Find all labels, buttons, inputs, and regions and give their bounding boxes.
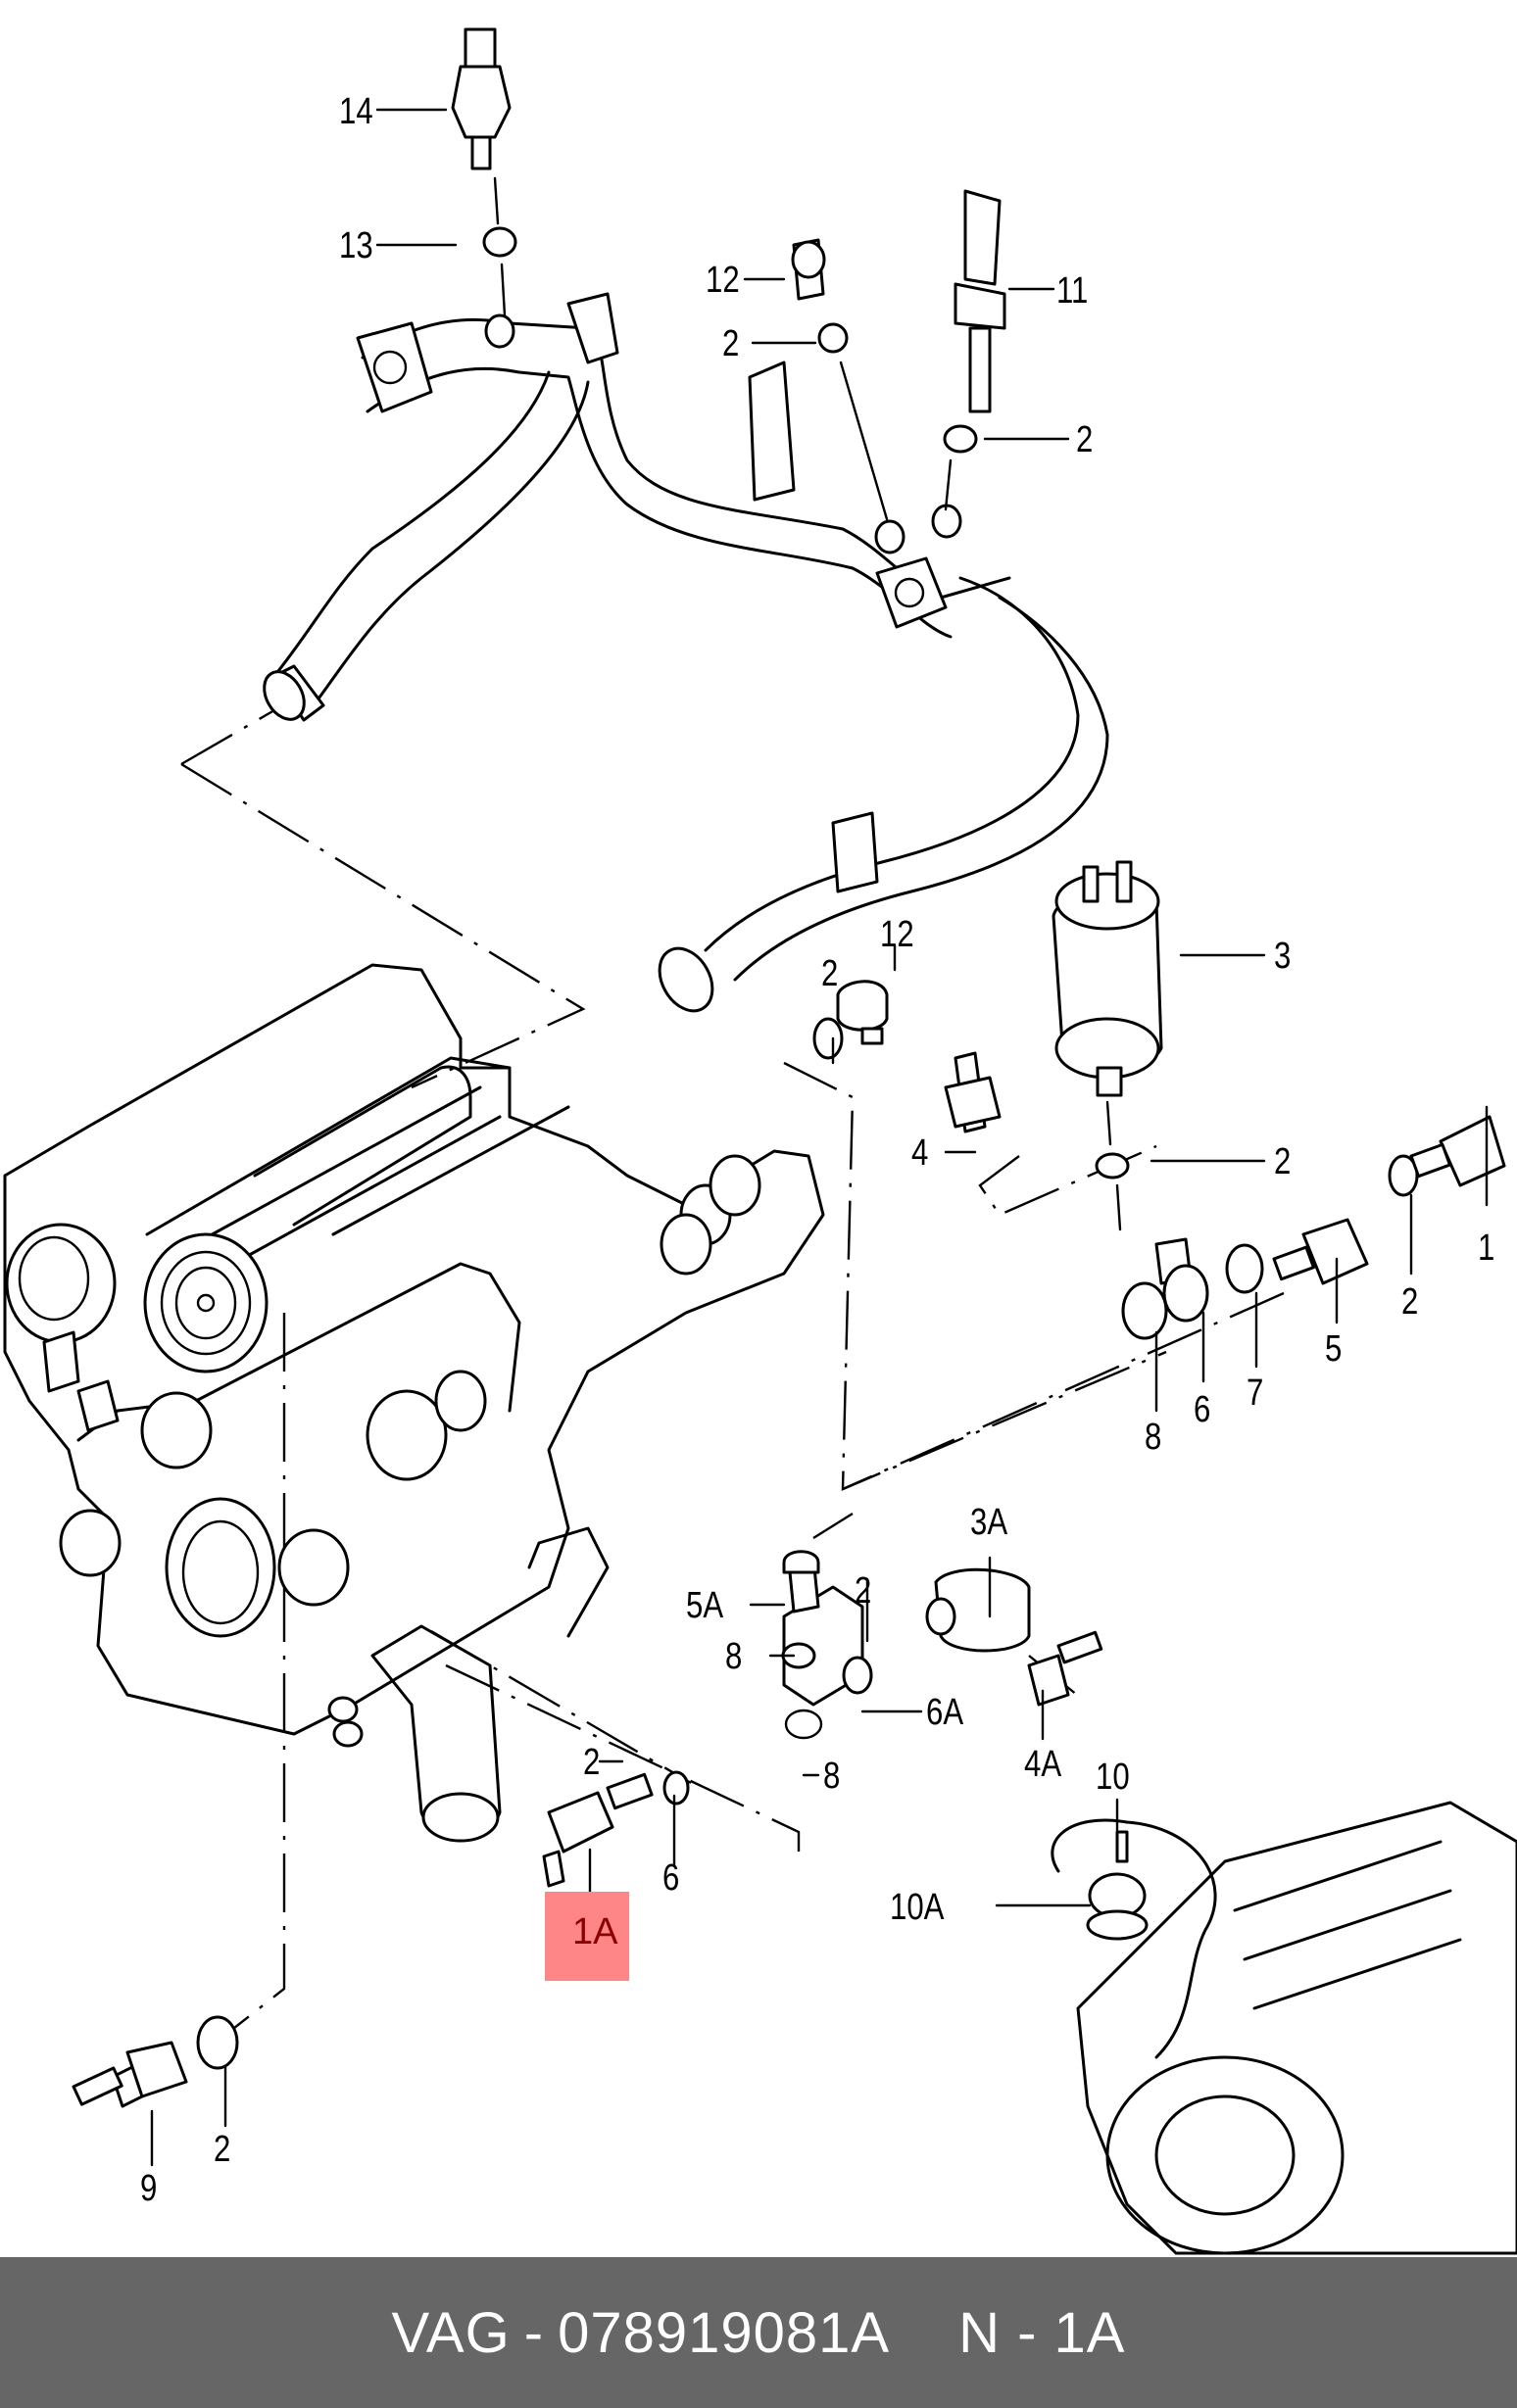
- callout-6A: 6A: [926, 1692, 964, 1733]
- callout-2: 2: [583, 1742, 601, 1783]
- callout-11: 11: [1056, 270, 1089, 312]
- engine-block: [3, 963, 825, 1843]
- right-sensor-group: [812, 860, 1506, 1340]
- callout-2: 2: [1076, 419, 1094, 460]
- callout-6: 6: [662, 1857, 680, 1899]
- callout-8: 8: [823, 1756, 841, 1797]
- coolant-pipe-assembly: [263, 292, 1109, 1013]
- callout-4: 4: [911, 1132, 929, 1174]
- callout-3: 3: [1274, 936, 1292, 977]
- position-reference: N - 1A: [958, 2300, 1126, 2365]
- top-sensors: [451, 27, 1006, 521]
- callout-3A: 3A: [970, 1502, 1008, 1543]
- callout-12: 12: [880, 914, 914, 955]
- callout-2: 2: [855, 1570, 872, 1612]
- callout-2: 2: [722, 323, 740, 364]
- highlighted-part-marker: [545, 1892, 629, 1981]
- callout-14: 14: [339, 91, 373, 132]
- callout-6: 6: [1194, 1389, 1211, 1430]
- callout-9: 9: [140, 2168, 158, 2209]
- callout-2: 2: [1401, 1281, 1419, 1323]
- callout-12: 12: [706, 260, 740, 301]
- callout-1A-highlighted: 1A: [572, 1911, 618, 1952]
- exploded-parts-drawing: [3, 27, 1517, 2255]
- callout-5: 5: [1325, 1328, 1343, 1370]
- callout-leaders: [375, 108, 1489, 1907]
- callout-13: 13: [339, 225, 373, 266]
- callout-2: 2: [214, 2129, 231, 2170]
- callout-5A: 5A: [686, 1585, 724, 1626]
- callout-1: 1: [1478, 1228, 1495, 1269]
- callout-2: 2: [821, 953, 839, 994]
- lower-banjo-group: [542, 1550, 1103, 1888]
- callout-2: 2: [1274, 1141, 1292, 1182]
- brand-label: VAG: [391, 2300, 511, 2365]
- part-number: 078919081A: [558, 2300, 891, 2365]
- callout-10A: 10A: [890, 1887, 945, 1928]
- callout-8: 8: [725, 1636, 743, 1677]
- part-number-footer: VAG - 078919081A N - 1A: [0, 2257, 1517, 2408]
- transmission-group: [1051, 1801, 1517, 2255]
- separator: -: [523, 2300, 545, 2365]
- callout-7: 7: [1247, 1373, 1264, 1414]
- callout-8: 8: [1145, 1417, 1162, 1458]
- callout-10: 10: [1096, 1757, 1130, 1798]
- callout-4A: 4A: [1024, 1744, 1062, 1785]
- sensor-9-group: [72, 2015, 239, 2167]
